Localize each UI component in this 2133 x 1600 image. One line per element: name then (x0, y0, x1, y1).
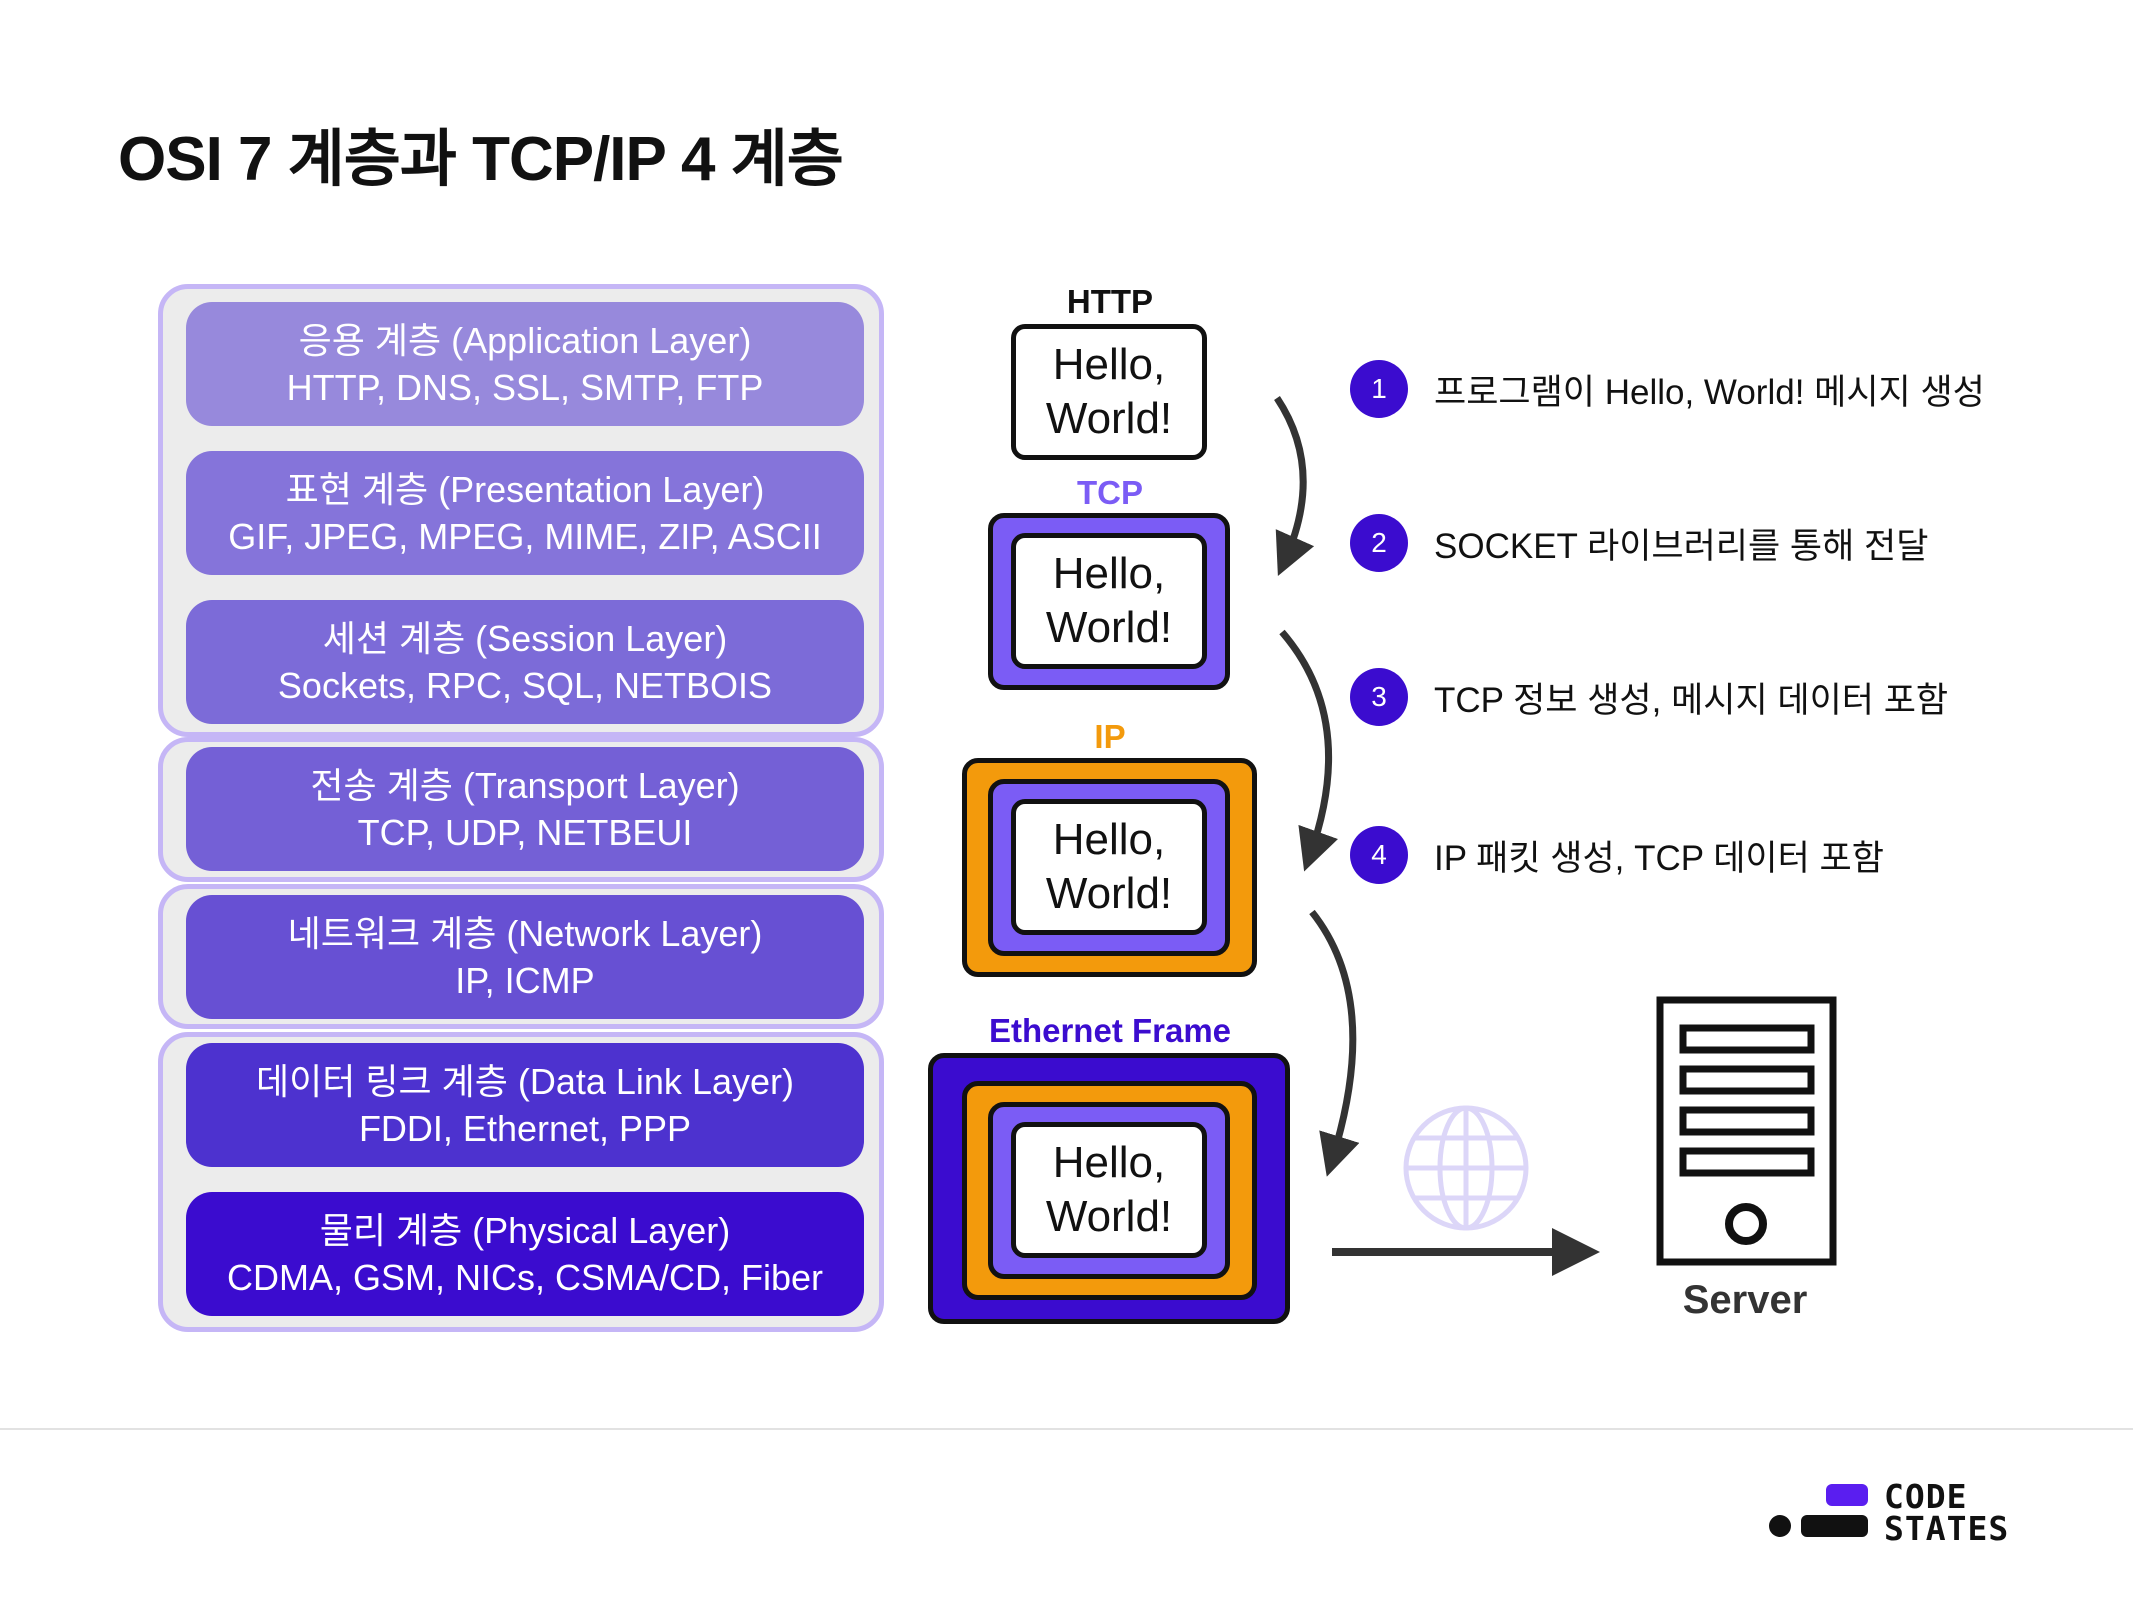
layer-name: 세션 계층 (Session Layer) (322, 618, 728, 659)
message-line2: World! (1045, 394, 1173, 443)
step-badge: 3 (1350, 668, 1408, 726)
step-1: 1 프로그램이 Hello, World! 메시지 생성 (1350, 360, 1985, 418)
layer-name: 데이터 링크 계층 (Data Link Layer) (256, 1061, 794, 1102)
server-icon (1656, 996, 1837, 1266)
step-text: 프로그램이 Hello, World! 메시지 생성 (1434, 372, 1985, 412)
ip-message-box: Hello, World! (1011, 799, 1207, 935)
osi-group-network: 네트워크 계층 (Network Layer) IP, ICMP (158, 884, 884, 1029)
layer-name: 물리 계층 (Physical Layer) (319, 1210, 731, 1251)
logo-icon (1769, 1484, 1868, 1537)
message-line1: Hello, (1052, 1138, 1166, 1187)
layer-name: 표현 계층 (Presentation Layer) (285, 469, 765, 510)
step-text: IP 패킷 생성, TCP 데이터 포함 (1434, 838, 1884, 878)
layer-protocols: HTTP, DNS, SSL, SMTP, FTP (286, 367, 764, 408)
step-4: 4 IP 패킷 생성, TCP 데이터 포함 (1350, 826, 1884, 884)
osi-layer-physical: 물리 계층 (Physical Layer) CDMA, GSM, NICs, … (186, 1192, 864, 1316)
ip-label: IP (1094, 718, 1126, 755)
layer-name: 응용 계층 (Application Layer) (298, 320, 752, 361)
layer-protocols: Sockets, RPC, SQL, NETBOIS (277, 665, 773, 706)
osi-group-link-physical: 데이터 링크 계층 (Data Link Layer) FDDI, Ethern… (158, 1032, 884, 1332)
layer-name: 네트워크 계층 (Network Layer) (287, 913, 763, 954)
step-2: 2 SOCKET 라이브러리를 통해 전달 (1350, 514, 1928, 572)
message-line2: World! (1045, 869, 1173, 918)
layer-protocols: IP, ICMP (455, 960, 595, 1001)
osi-group-transport: 전송 계층 (Transport Layer) TCP, UDP, NETBEU… (158, 737, 884, 882)
layer-protocols: FDDI, Ethernet, PPP (358, 1108, 692, 1149)
message-line1: Hello, (1052, 549, 1166, 598)
message-line2: World! (1045, 603, 1173, 652)
step-text: TCP 정보 생성, 메시지 데이터 포함 (1434, 680, 1949, 720)
osi-layer-network: 네트워크 계층 (Network Layer) IP, ICMP (186, 895, 864, 1019)
osi-layer-application: 응용 계층 (Application Layer) HTTP, DNS, SSL… (186, 302, 864, 426)
message-line2: World! (1045, 1192, 1173, 1241)
step-badge: 1 (1350, 360, 1408, 418)
server-label: Server (1682, 1278, 1808, 1322)
osi-group-application: 응용 계층 (Application Layer) HTTP, DNS, SSL… (158, 284, 884, 737)
logo-line2: STATES (1884, 1509, 2010, 1548)
message-line1: Hello, (1052, 340, 1166, 389)
tcp-label: TCP (1077, 474, 1143, 511)
osi-layer-presentation: 표현 계층 (Presentation Layer) GIF, JPEG, MP… (186, 451, 864, 575)
osi-layer-data-link: 데이터 링크 계층 (Data Link Layer) FDDI, Ethern… (186, 1043, 864, 1167)
globe-icon (1403, 1105, 1529, 1231)
logo-line1: CODE (1884, 1477, 1968, 1516)
http-message-box: Hello, World! (1011, 324, 1207, 460)
ethernet-label: Ethernet Frame (988, 1012, 1232, 1049)
message-line1: Hello, (1052, 815, 1166, 864)
curved-arrow-icon (1279, 629, 1338, 872)
osi-layer-session: 세션 계층 (Session Layer) Sockets, RPC, SQL,… (186, 600, 864, 724)
layer-protocols: GIF, JPEG, MPEG, MIME, ZIP, ASCII (228, 516, 822, 557)
step-badge: 2 (1350, 514, 1408, 572)
curved-arrow-icon (1309, 909, 1360, 1177)
page-title: OSI 7 계층과 TCP/IP 4 계층 (118, 125, 844, 194)
footer-divider (0, 1428, 2133, 1430)
curved-arrow-icon (1274, 396, 1315, 576)
osi-layer-transport: 전송 계층 (Transport Layer) TCP, UDP, NETBEU… (186, 747, 864, 871)
layer-protocols: TCP, UDP, NETBEUI (357, 812, 693, 853)
ethernet-message-box: Hello, World! (1011, 1122, 1207, 1258)
step-badge: 4 (1350, 826, 1408, 884)
layer-protocols: CDMA, GSM, NICs, CSMA/CD, Fiber (226, 1257, 824, 1298)
step-3: 3 TCP 정보 생성, 메시지 데이터 포함 (1350, 668, 1948, 726)
layer-name: 전송 계층 (Transport Layer) (310, 765, 740, 806)
http-label: HTTP (1066, 283, 1154, 320)
tcp-message-box: Hello, World! (1011, 533, 1207, 669)
step-text: SOCKET 라이브러리를 통해 전달 (1434, 526, 1929, 566)
